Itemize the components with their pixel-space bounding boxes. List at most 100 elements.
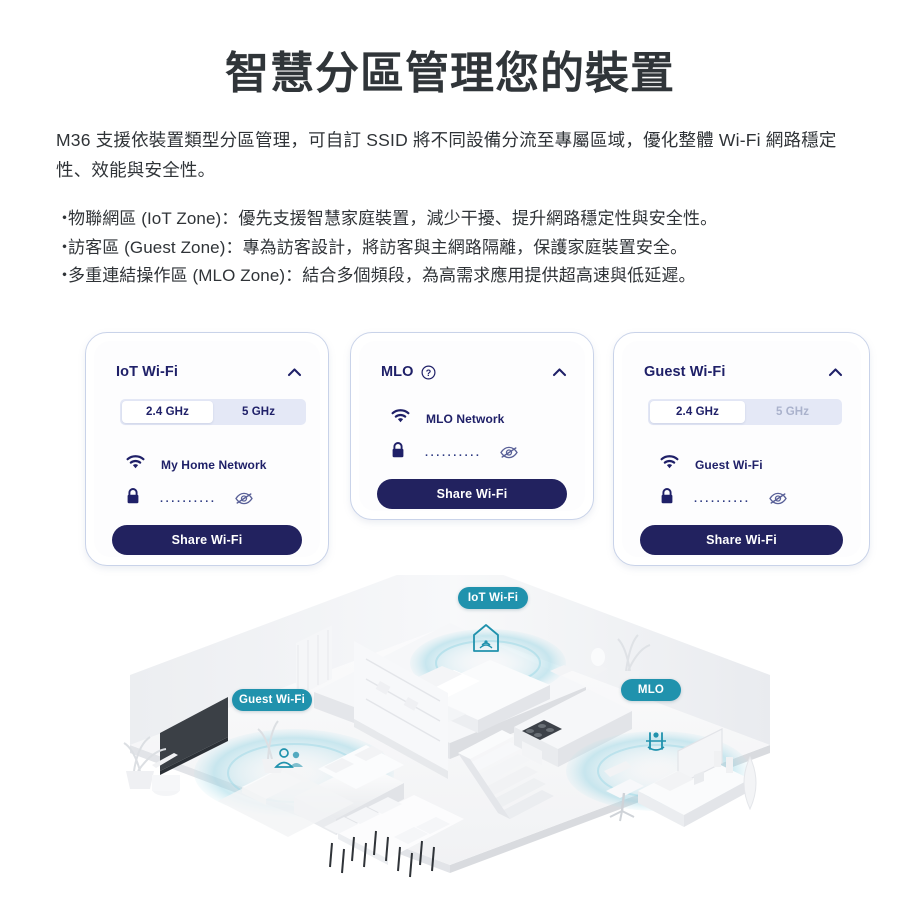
bed-surface — [418, 660, 550, 720]
shelf-line-1 — [365, 658, 441, 702]
card-iot-header[interactable]: IoT Wi-Fi — [116, 361, 302, 383]
zone-label-iot: IoT Wi-Fi — [458, 587, 528, 609]
card-guest-wifi: Guest Wi-Fi 2.4 GHz 5 GHz Guest Wi-Fi — [613, 332, 870, 566]
zone-label-mlo: MLO — [621, 679, 681, 701]
list-item-text: 多重連結操作區 (MLO Zone)：結合多個頻段，為高需求應用提供超高速與低延… — [68, 266, 696, 285]
television-base — [160, 737, 228, 775]
potted-plant-mid — [257, 720, 279, 760]
eye-off-icon[interactable] — [499, 446, 518, 459]
plant-pot-mid — [262, 759, 284, 773]
kitchen-counter-front — [514, 727, 558, 767]
desk-speaker-1 — [714, 751, 721, 767]
table-lamp — [591, 648, 605, 666]
ssid-name-iot: My Home Network — [161, 457, 267, 472]
office-chair-legs — [609, 810, 635, 822]
keyboard — [654, 771, 694, 791]
back-wall-right — [450, 575, 770, 745]
card-iot-wifi: IoT Wi-Fi 2.4 GHz 5 GHz My Home Networ — [85, 332, 329, 566]
band-toggle-guest[interactable]: 2.4 GHz 5 GHz — [648, 399, 842, 425]
shelf-box-1 — [375, 681, 391, 695]
sofa-cushion-1 — [324, 758, 354, 773]
card-guest-header[interactable]: Guest Wi-Fi — [644, 361, 843, 383]
chevron-up-icon[interactable] — [287, 367, 302, 377]
people-group-icon — [274, 748, 303, 768]
band-option-5ghz: 5 GHz — [775, 406, 810, 418]
ssid-row-mlo: MLO Network — [391, 409, 504, 428]
dining-table — [338, 795, 464, 859]
potted-plant-left — [123, 736, 167, 772]
side-table — [588, 665, 608, 675]
card-guest-body: Guest Wi-Fi 2.4 GHz 5 GHz Guest Wi-Fi — [622, 341, 861, 557]
office-chair-seat — [606, 779, 644, 798]
television-screen — [160, 697, 228, 771]
share-wifi-button-iot[interactable]: Share Wi-Fi — [112, 525, 302, 555]
staircase — [458, 730, 554, 819]
dining-table-edge — [338, 833, 388, 865]
ssid-name-guest: Guest Wi-Fi — [695, 457, 763, 472]
dining-chair-back-2 — [346, 807, 380, 824]
office-desk-side — [684, 779, 750, 827]
list-item: ・物聯網區 (IoT Zone)：優先支援智慧家庭裝置，減少干擾、提升網路穩定性… — [56, 205, 856, 234]
dining-chair-back-4 — [394, 827, 428, 844]
dining-chair-back-5 — [416, 817, 450, 834]
password-masked-iot: .......... — [160, 492, 217, 505]
eye-off-icon[interactable] — [234, 492, 253, 505]
back-wall-left — [130, 575, 450, 745]
gaming-device-icon — [646, 732, 666, 751]
wifi-signal-icon — [126, 455, 145, 474]
band-option-5ghz[interactable]: 5 GHz — [241, 406, 276, 418]
house-cutaway-svg — [123, 575, 770, 878]
bullet-marker-icon: ・ — [56, 266, 74, 285]
shelf-line-3 — [365, 698, 441, 742]
living-room-rug — [218, 767, 354, 837]
ssid-name-mlo: MLO Network — [426, 411, 505, 426]
band-option-2-4ghz[interactable]: 2.4 GHz — [650, 401, 745, 423]
sofa-cushion-2 — [354, 746, 384, 761]
share-wifi-button-guest[interactable]: Share Wi-Fi — [640, 525, 843, 555]
plant-pot-left — [126, 771, 154, 789]
card-mlo-body: MLO ? — [359, 341, 585, 511]
card-iot-title: IoT Wi-Fi — [116, 364, 178, 380]
sofa-back — [318, 745, 404, 789]
ssid-row-guest: Guest Wi-Fi — [660, 455, 763, 474]
stove-burner-3 — [534, 733, 542, 737]
card-mlo: MLO ? — [350, 332, 594, 520]
stove-burner-2 — [538, 724, 546, 728]
office-chair-post — [620, 792, 626, 812]
list-item: ・訪客區 (Guest Zone)：專為訪客設計，將訪客與主網路隔離，保護家庭裝… — [56, 234, 856, 263]
curtain-panel — [296, 625, 332, 697]
nightstand-right — [550, 665, 574, 676]
card-mlo-header[interactable]: MLO ? — [381, 361, 567, 383]
ssid-row-iot: My Home Network — [126, 455, 267, 474]
band-option-2-4ghz[interactable]: 2.4 GHz — [122, 401, 213, 423]
lock-icon — [391, 442, 405, 463]
potted-plant-bedroom — [617, 634, 651, 672]
eye-off-icon[interactable] — [768, 492, 787, 505]
intro-paragraph: M36 支援依裝置類型分區管理，可自訂 SSID 將不同設備分流至專屬區域，優化… — [56, 130, 837, 180]
wifi-signal-icon — [391, 409, 410, 428]
question-circle-icon[interactable]: ? — [421, 364, 436, 380]
monitor-stand — [694, 771, 704, 785]
dining-chair-back-3 — [368, 797, 402, 814]
shelf-unit — [354, 641, 448, 771]
card-guest-title: Guest Wi-Fi — [644, 364, 726, 380]
svg-text:?: ? — [425, 368, 431, 378]
bullet-marker-icon: ・ — [56, 237, 74, 257]
card-mlo-title: MLO — [381, 364, 414, 380]
isometric-house-illustration: IoT Wi-Fi Guest Wi-Fi MLO — [118, 575, 782, 905]
chevron-up-icon[interactable] — [552, 367, 567, 377]
password-masked-mlo: .......... — [425, 446, 482, 459]
stove-burner-4 — [546, 728, 554, 732]
desk-speaker-2 — [726, 757, 733, 773]
zone-label-guest: Guest Wi-Fi — [232, 689, 312, 711]
shelf-unit-base — [354, 719, 448, 779]
band-toggle-iot[interactable]: 2.4 GHz 5 GHz — [120, 399, 306, 425]
tv-console — [152, 753, 178, 768]
office-desk — [638, 757, 750, 815]
share-wifi-button-mlo[interactable]: Share Wi-Fi — [377, 479, 567, 509]
chevron-up-icon[interactable] — [828, 367, 843, 377]
password-row-guest: .......... — [660, 488, 787, 509]
shelf-box-2 — [403, 697, 419, 711]
office-chair-back — [604, 761, 632, 777]
bed-side-right — [478, 685, 550, 733]
